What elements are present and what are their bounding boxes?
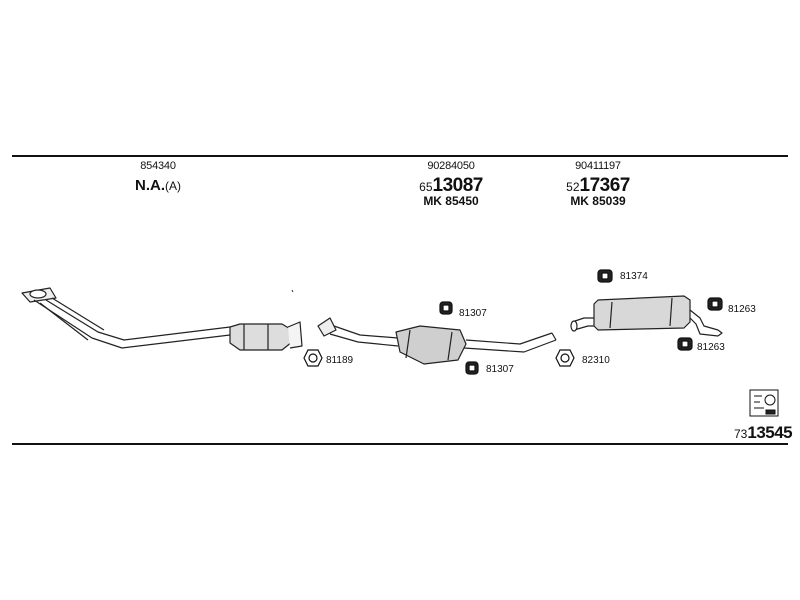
label-81189: 81189 — [326, 355, 354, 366]
catalog-number-prefix: 73 — [734, 427, 748, 441]
col3-mk-code: MK 85039 — [570, 194, 626, 208]
label-81263-bottom: 81263 — [697, 342, 725, 353]
rubber-mount-icon-81374 — [597, 269, 613, 283]
stray-mark — [291, 289, 294, 293]
catalytic-converter — [229, 321, 303, 351]
rubber-mount-icon-81307-top — [439, 301, 453, 315]
rubber-mount-icon-81263-bottom — [677, 337, 693, 351]
catalog-code-icon — [749, 389, 779, 417]
col1-part-number: 854340 — [140, 160, 176, 172]
front-downpipe — [21, 287, 231, 349]
col2-main-number: 13087 — [432, 175, 484, 196]
col3-part-number: 90411197 — [575, 160, 621, 172]
middle-silencer — [395, 325, 467, 365]
label-81307-bottom: 81307 — [486, 364, 514, 375]
label-81307-top: 81307 — [459, 308, 487, 319]
catalog-number-main: 13545 — [747, 423, 793, 442]
col2-main-prefix: 65 — [419, 180, 433, 194]
pipe-clamp-icon-81189 — [303, 349, 323, 367]
middle-pipe — [317, 317, 399, 347]
label-81374: 81374 — [620, 271, 648, 282]
col3-main-code: 5217367 — [566, 176, 630, 195]
col3-main-prefix: 52 — [566, 180, 580, 194]
rear-silencer — [593, 295, 691, 331]
col2-mk-code: MK 85450 — [423, 194, 479, 208]
col1-main-prefix: N.A. — [135, 177, 165, 194]
label-82310: 82310 — [582, 355, 610, 366]
catalog-number: 7313545 — [734, 423, 793, 442]
tail-pipe — [689, 309, 723, 337]
top-rule — [12, 155, 788, 157]
pipe-clamp-icon-82310 — [555, 349, 575, 367]
col3-main-number: 17367 — [579, 175, 631, 196]
col1-main-suffix: (A) — [165, 179, 181, 193]
col2-part-number: 90284050 — [427, 160, 475, 172]
label-81263-top: 81263 — [728, 304, 756, 315]
intermediate-pipe — [463, 332, 557, 353]
col1-main-code: N.A.(A) — [135, 178, 181, 194]
rubber-mount-icon-81307-bottom — [465, 361, 479, 375]
bottom-rule — [12, 443, 788, 445]
rubber-mount-icon-81263-top — [707, 297, 723, 311]
col2-main-code: 6513087 — [419, 176, 483, 195]
